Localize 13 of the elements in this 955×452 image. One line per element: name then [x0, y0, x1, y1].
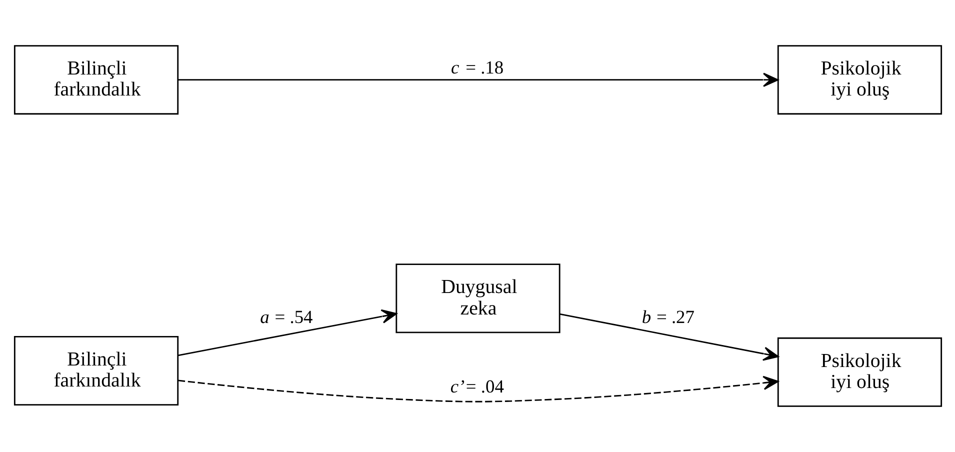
arrow — [559, 313, 778, 361]
node-box: Psikolojik iyi oluş — [776, 45, 942, 115]
edge-label: b = .27 — [641, 307, 694, 328]
node-box: Duygusal zeka — [395, 264, 560, 334]
edge-label: c = .18 — [450, 57, 504, 78]
node-box: Bilinçli farkındalık — [13, 336, 178, 406]
arrow — [177, 376, 778, 402]
arrow — [178, 72, 778, 87]
edge-label: a = .54 — [260, 307, 312, 328]
edge-label: c’= .04 — [450, 376, 504, 397]
node-box: Bilinçli farkındalık — [13, 45, 178, 115]
node-box: Psikolojik iyi oluş — [776, 337, 942, 407]
arrow — [177, 309, 397, 356]
